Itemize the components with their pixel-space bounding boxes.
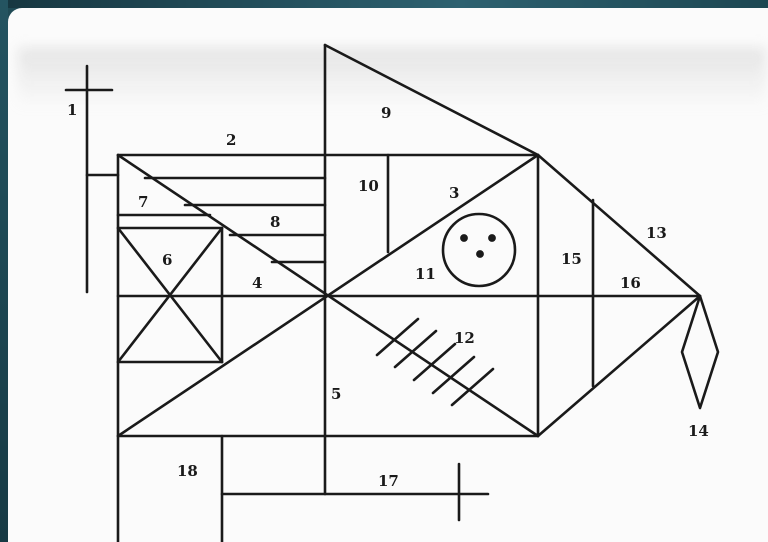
label-6: 6 <box>162 251 172 269</box>
label-7: 7 <box>138 193 148 211</box>
label-2: 2 <box>226 131 236 149</box>
label-11: 11 <box>415 265 436 283</box>
label-15: 15 <box>561 250 582 268</box>
label-14: 14 <box>688 422 709 440</box>
element-12-hatches <box>375 317 495 407</box>
label-3: 3 <box>449 184 459 202</box>
label-5: 5 <box>331 385 341 403</box>
frame-left-border <box>0 0 8 542</box>
label-10: 10 <box>358 177 379 195</box>
label-13: 13 <box>646 224 667 242</box>
label-4: 4 <box>252 274 262 292</box>
element-8-parallel-lines <box>143 176 327 264</box>
element-13-triangle <box>536 153 702 438</box>
label-9: 9 <box>381 104 391 122</box>
label-16: 16 <box>620 274 641 292</box>
main-diagonals <box>116 153 540 438</box>
label-8: 8 <box>270 213 280 231</box>
element-1-cross <box>64 64 120 294</box>
element-17-line <box>220 462 490 522</box>
label-12: 12 <box>454 329 475 347</box>
element-11-circle <box>441 212 517 288</box>
figure-labels: 1 2 3 4 5 6 7 8 9 10 11 12 13 14 15 16 1… <box>67 101 709 490</box>
paper-shade <box>18 48 766 108</box>
label-18: 18 <box>177 462 198 480</box>
frame-top-border <box>0 0 768 8</box>
element-14-diamond <box>680 294 720 410</box>
paper-sheet <box>8 8 768 542</box>
label-1: 1 <box>67 101 77 119</box>
label-17: 17 <box>378 472 399 490</box>
element-6-box <box>116 226 224 364</box>
main-rectangle <box>116 43 702 542</box>
element-9-triangle <box>323 43 540 157</box>
